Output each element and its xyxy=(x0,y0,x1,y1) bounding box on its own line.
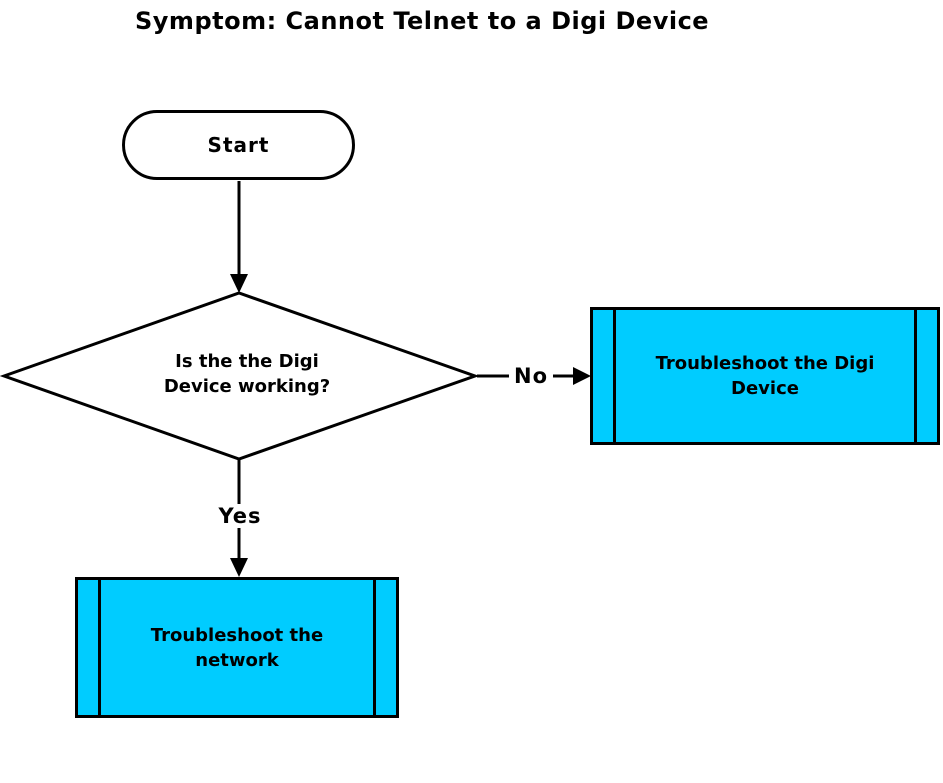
node-decision-label: Is the the Digi Device working? xyxy=(163,351,331,397)
decision-diamond-shape xyxy=(0,291,480,461)
predefined-process-line-left xyxy=(613,310,616,442)
node-troubleshoot-network: Troubleshoot the network xyxy=(75,577,399,718)
node-troubleshoot-digi-label: Troubleshoot the Digi Device xyxy=(655,353,875,399)
predefined-process-line-right xyxy=(914,310,917,442)
arrowhead-start-to-decision xyxy=(230,274,248,293)
node-troubleshoot-digi: Troubleshoot the Digi Device xyxy=(590,307,940,445)
arrowhead-no xyxy=(573,367,591,385)
node-start: Start xyxy=(122,110,355,180)
edge-label-yes: Yes xyxy=(213,504,267,528)
predefined-process-line-left xyxy=(98,580,101,715)
arrowhead-yes xyxy=(230,558,248,577)
node-troubleshoot-network-label: Troubleshoot the network xyxy=(150,624,324,671)
node-start-label: Start xyxy=(207,133,270,157)
edge-label-no: No xyxy=(508,364,554,388)
diagram-title: Symptom: Cannot Telnet to a Digi Device xyxy=(135,7,710,35)
predefined-process-line-right xyxy=(373,580,376,715)
